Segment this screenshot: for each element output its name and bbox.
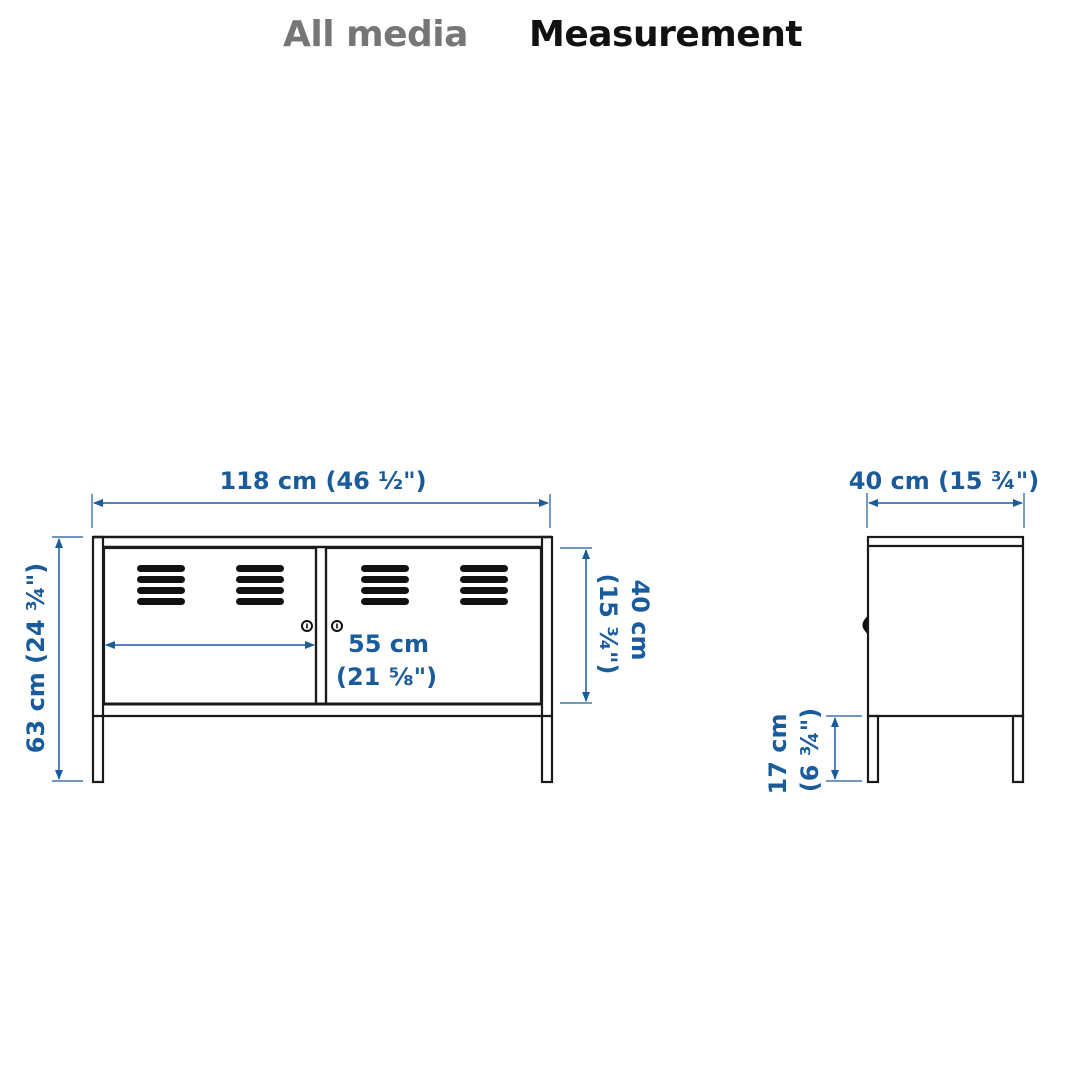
- tab-measurement[interactable]: Measurement: [529, 14, 803, 55]
- vent-icon: [361, 565, 409, 605]
- width-dimension: 118 cm (46 ½"): [91, 467, 551, 528]
- leg-height-dimension: 17 cm (6 ¾"): [764, 708, 862, 795]
- vent-icon: [236, 565, 284, 605]
- leg-height-label-in: (6 ¾"): [796, 708, 824, 792]
- height-dimension: 63 cm (24 ¾"): [22, 536, 83, 782]
- door-width-label-cm: 55 cm: [348, 630, 429, 658]
- width-label: 118 cm (46 ½"): [219, 467, 426, 495]
- body-height-label-cm: 40 cm: [626, 580, 654, 661]
- cabinet-front: [91, 535, 554, 784]
- depth-dimension: 40 cm (15 ¾"): [849, 467, 1039, 528]
- leg-height-label-cm: 17 cm: [764, 714, 792, 795]
- body-height-dimension: 40 cm (15 ¾"): [560, 547, 654, 704]
- vent-icon: [137, 565, 185, 605]
- vents: [137, 565, 508, 605]
- door-width-dimension: 55 cm (21 ⅝"): [105, 630, 437, 691]
- depth-label: 40 cm (15 ¾"): [849, 467, 1039, 495]
- lock-icons: [301, 620, 343, 632]
- body-height-label-in: (15 ¾"): [594, 573, 622, 674]
- front-view: 118 cm (46 ½"): [22, 467, 654, 784]
- vent-icon: [460, 565, 508, 605]
- side-view: 40 cm (15 ¾") 17 cm (6 ¾"): [764, 467, 1039, 795]
- height-label: 63 cm (24 ¾"): [22, 563, 50, 753]
- handle-icon: [862, 615, 868, 635]
- media-tabs: All media Measurement: [0, 0, 1080, 70]
- cabinet-side: [866, 535, 1025, 784]
- door-width-label-in: (21 ⅝"): [336, 663, 437, 691]
- tab-all-media[interactable]: All media: [283, 14, 468, 55]
